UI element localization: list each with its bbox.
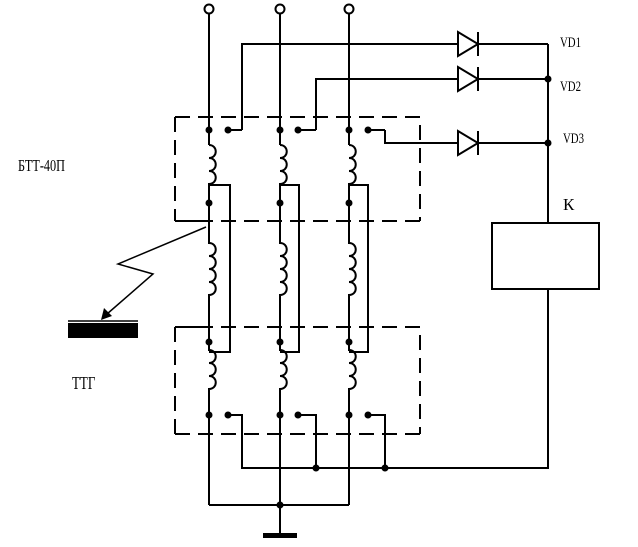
upper-coil-1 [208, 144, 217, 203]
bypass-1 [209, 184, 231, 353]
upper-coil-3 [348, 144, 357, 203]
middle-coil-2 [279, 203, 288, 342]
relay-return-line [228, 289, 549, 469]
upper-coil-2 [279, 144, 288, 203]
phase-terminals [203, 3, 355, 15]
vd2-label: VD2 [560, 79, 582, 95]
feed-vd3 [384, 130, 458, 144]
heater-label: ТТГ [72, 373, 96, 393]
diodes [457, 30, 548, 157]
diode-feeds [228, 43, 458, 144]
return-tap-3 [368, 414, 386, 468]
lower-enclosure [174, 326, 421, 435]
feed-vd2 [315, 78, 458, 130]
middle-coil-3 [348, 203, 357, 342]
terminal-phase-3 [343, 3, 355, 15]
transformer-label: БТТ-40П [18, 156, 65, 175]
lower-coil-2 [279, 342, 288, 505]
relay-label: К [563, 195, 575, 214]
diode-vd1 [457, 30, 548, 58]
bypass-2 [280, 184, 300, 353]
upper-enclosure [174, 116, 421, 222]
bypass-conductors [209, 184, 369, 353]
lower-coils [208, 342, 357, 505]
lightning-arrowhead [101, 308, 112, 320]
terminal-phase-1 [203, 3, 215, 15]
feed-vd1 [241, 43, 458, 130]
return-tap-2 [298, 414, 317, 468]
relay-coil-k [491, 222, 600, 290]
vd1-label: VD1 [560, 35, 582, 51]
terminal-phase-2 [274, 3, 286, 15]
ground-bar [263, 533, 297, 538]
transformer-enclosures [174, 116, 421, 435]
middle-coil-1 [208, 203, 217, 342]
upper-coils [208, 144, 357, 203]
heater-element [68, 323, 138, 338]
lower-coil-3 [348, 342, 357, 505]
bypass-3 [349, 184, 369, 353]
diode-vd3 [457, 129, 548, 157]
middle-coils [208, 203, 357, 342]
upper-tap-dots [205, 75, 552, 509]
lower-coil-1 [208, 342, 217, 505]
diode-vd2 [457, 65, 548, 93]
vd3-label: VD3 [563, 131, 585, 147]
lightning-arrow [106, 226, 207, 315]
